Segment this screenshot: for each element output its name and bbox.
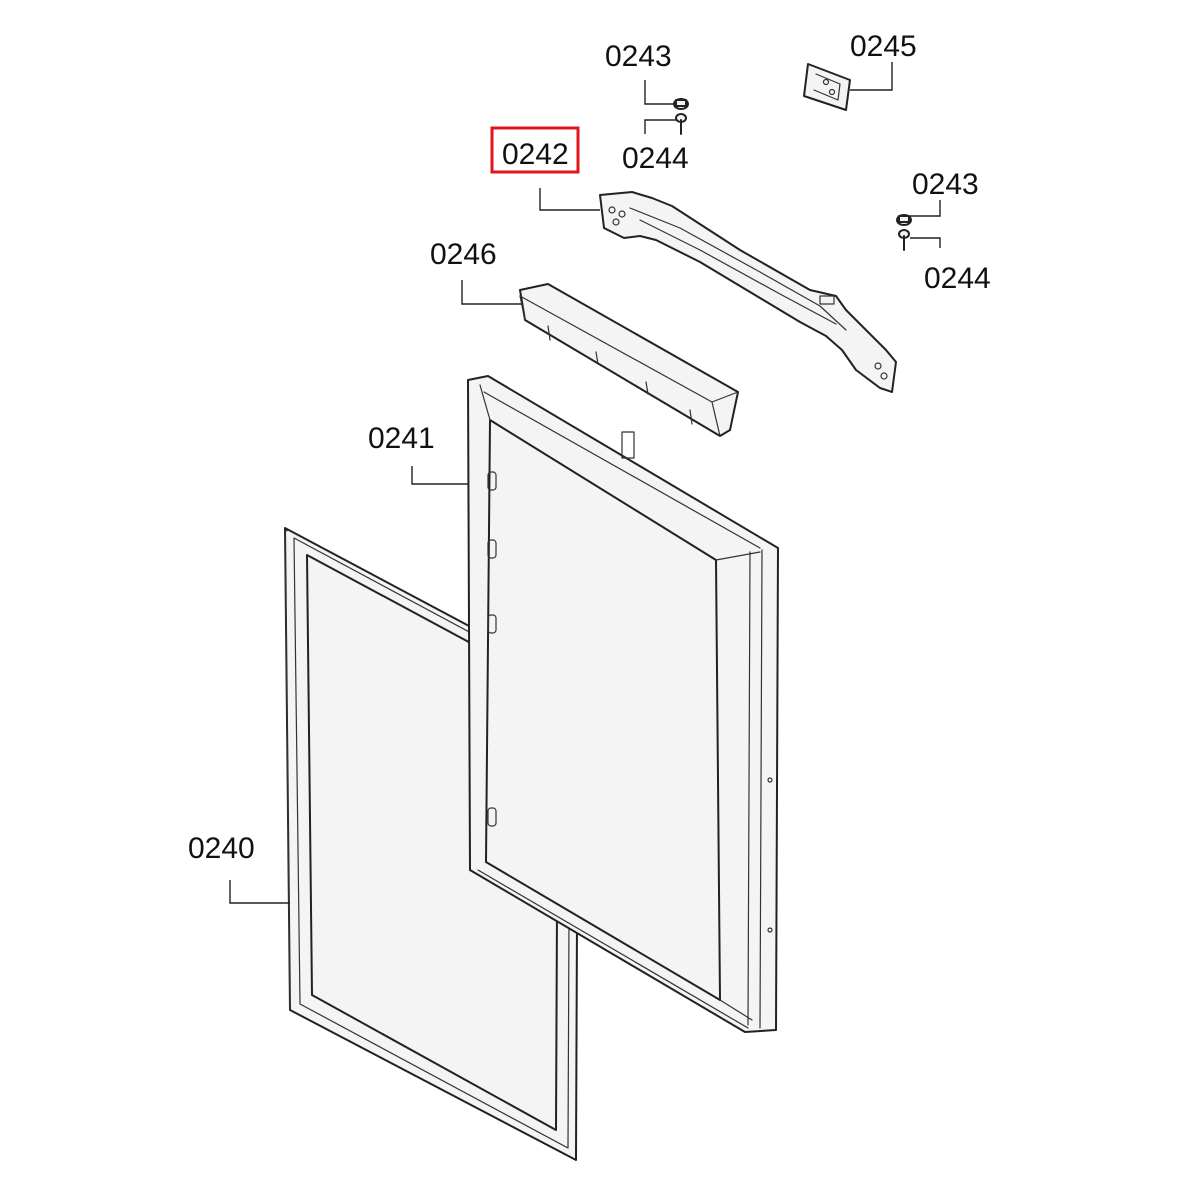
selected-part-highlight: [490, 126, 580, 174]
callout-0243-upper[interactable]: 0243: [605, 40, 672, 73]
callout-0244-lower[interactable]: 0244: [924, 262, 991, 295]
leader-0243b: [910, 200, 941, 217]
leader-0246: [461, 280, 522, 305]
leader-lines: [229, 62, 941, 904]
upper-fasteners-drawing: [673, 98, 689, 135]
leader-0242: [539, 188, 600, 211]
callout-0240[interactable]: 0240: [188, 832, 255, 865]
callout-0245[interactable]: 0245: [850, 30, 917, 63]
door-top-cover-drawing: [519, 283, 739, 437]
callout-0242[interactable]: 0242: [502, 138, 569, 171]
door-panel-drawing: [467, 375, 779, 1033]
leader-0241: [411, 466, 468, 485]
leader-0244a: [644, 119, 676, 134]
callout-0243-lower[interactable]: 0243: [912, 168, 979, 201]
leader-0240: [229, 880, 290, 904]
callout-0244-upper[interactable]: 0244: [622, 142, 689, 175]
hinge-plate-drawing: [803, 63, 851, 111]
leader-0245: [850, 62, 893, 91]
lower-fasteners-drawing: [896, 214, 912, 251]
callout-0241[interactable]: 0241: [368, 422, 435, 455]
callout-labels: 0240 0241 0242 0243 0244 0243 0244 0245 …: [188, 30, 991, 865]
callout-0246[interactable]: 0246: [430, 238, 497, 271]
door-hinge-bracket-drawing: [599, 191, 897, 393]
leader-0244b: [910, 237, 941, 248]
leader-0243a: [644, 80, 674, 105]
